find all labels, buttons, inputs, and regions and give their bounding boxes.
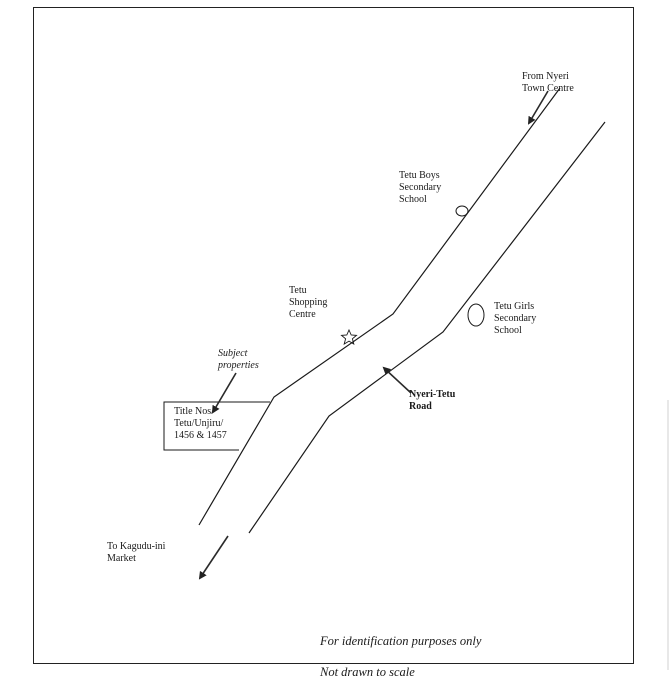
disclaimer-note: For identification purposes only Not dra…	[320, 618, 481, 696]
tetu-girls-school-marker	[467, 303, 485, 327]
arrow-from-nyeri-icon	[527, 90, 549, 125]
disclaimer-line-2: Not drawn to scale	[320, 664, 415, 679]
property-parcel-outline	[163, 401, 270, 451]
shopping-centre-star-icon	[340, 328, 358, 345]
map-drawing	[163, 87, 606, 580]
label-tetu-girls-school: Tetu Girls Secondary School	[494, 301, 537, 336]
disclaimer-line-1: For identification purposes only	[320, 633, 482, 648]
label-to-kagudu-market: To Kagudu-ini Market	[107, 541, 166, 564]
label-from-nyeri: From Nyeri Town Centre	[522, 71, 574, 94]
arrow-to-kagudu-icon	[198, 535, 229, 580]
label-tetu-shopping-centre: Tetu Shopping Centre	[289, 285, 328, 320]
scan-edge-shadow	[667, 400, 669, 670]
label-nyeri-tetu-road: Nyeri-Tetu Road	[409, 389, 456, 412]
label-tetu-boys-school: Tetu Boys Secondary School	[399, 170, 442, 205]
road-edge-west	[198, 87, 561, 526]
tetu-boys-school-marker	[455, 205, 469, 217]
arrow-subject-properties-icon	[211, 372, 237, 414]
map-frame	[33, 7, 634, 664]
label-title-numbers: Title Nos/ Tetu/Unjiru/ 1456 & 1457	[174, 406, 227, 441]
arrow-nyeri-tetu-road-icon	[382, 366, 412, 394]
label-subject-properties: Subject properties	[218, 348, 259, 371]
